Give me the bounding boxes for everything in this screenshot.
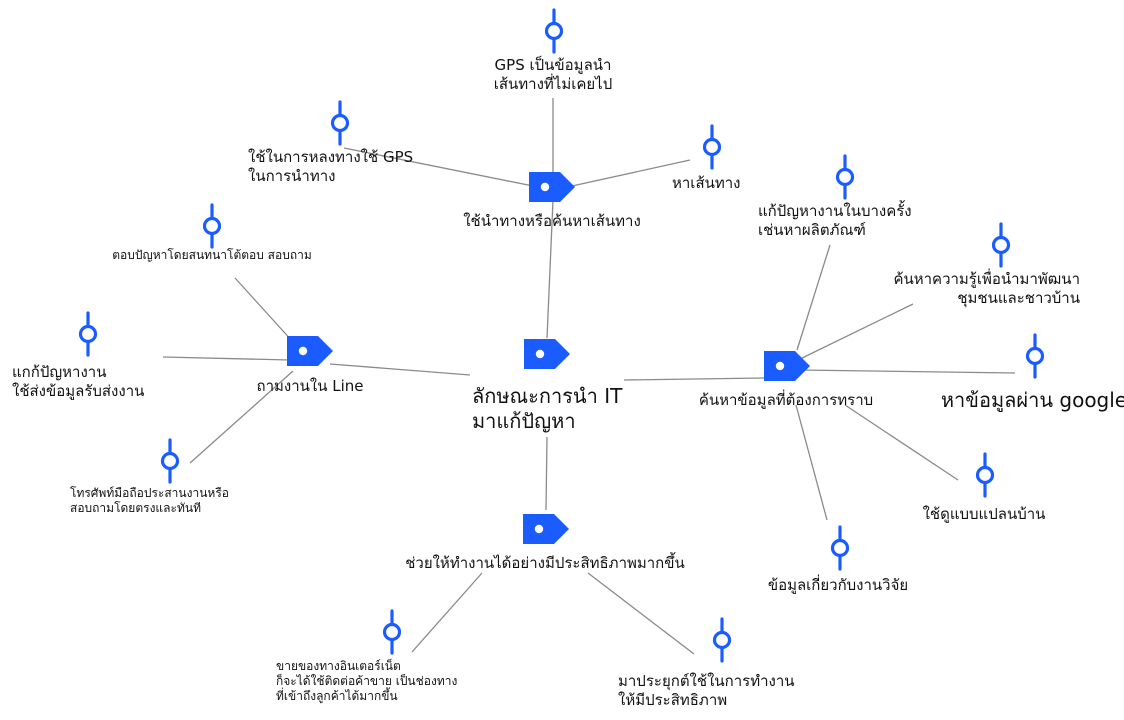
search-tag-icon <box>764 351 810 381</box>
leaf-product-line-1: แก้ปัญหางานในบางครั้ง <box>758 202 912 220</box>
product-pin-icon <box>835 154 855 200</box>
leaf-apply-work[interactable]: มาประยุกต์ใช้ในการทำงาน ให้มีประสิทธิภาพ <box>618 672 795 710</box>
leaf-find-route[interactable]: หาเส้นทาง <box>672 174 740 193</box>
topic-efficiency[interactable]: ช่วยให้ทำงานได้อย่างมีประสิทธิภาพมากขึ้น <box>405 554 685 573</box>
link-efficiency-online <box>411 572 483 653</box>
leaf-online-sales-line-1: ขายของทางอินเตอร์เน็ต <box>276 659 401 673</box>
link-central-search <box>623 377 766 381</box>
leaf-community[interactable]: ค้นหาความรู้เพื่อนำมาพัฒนา ชุมชนและชาวบ้… <box>893 270 1080 308</box>
link-search-community <box>797 303 914 361</box>
apply-work-pin-icon <box>712 617 732 663</box>
navigation-tag-icon <box>529 172 575 202</box>
online-sales-pin-icon <box>382 609 402 655</box>
leaf-phone-call-line-2: สอบถามโดยตรงและทันที <box>70 501 201 515</box>
leaf-send-work-line-2: ใช้ส่งข้อมูลรับส่งงาน <box>12 381 145 400</box>
leaf-find-route-line-1: หาเส้นทาง <box>672 174 741 192</box>
leaf-gps-info-line-1: GPS เป็นข้อมูลนำ <box>494 56 612 74</box>
find-route-pin-icon <box>702 124 722 170</box>
leaf-gps-lost-line-1: ใช้ในการหลงทางใช้ GPS <box>248 148 414 166</box>
line-tag-icon <box>287 336 333 366</box>
link-search-house <box>844 404 959 481</box>
leaf-research-line-1: ข้อมูลเกี่ยวกับงานวิจัย <box>767 576 909 594</box>
link-efficiency-apply <box>587 572 695 655</box>
leaf-house-plan[interactable]: ใช้ดูแบบแปลนบ้าน <box>923 505 1046 524</box>
answer-chat-pin-icon <box>202 203 222 249</box>
topic-navigation-label: ใช้นำทางหรือค้นหาเส้นทาง <box>463 212 641 230</box>
leaf-gps-lost-line-2: ในการนำทาง <box>248 166 336 185</box>
leaf-online-sales[interactable]: ขายของทางอินเตอร์เน็ต ก็จะได้ใช้ติดต่อค้… <box>276 659 457 704</box>
send-work-pin-icon <box>78 311 98 357</box>
house-plan-pin-icon <box>975 452 995 498</box>
topic-search[interactable]: ค้นหาข้อมูลที่ต้องการทราบ <box>699 391 873 410</box>
gps-info-pin-icon <box>544 8 564 54</box>
leaf-online-sales-line-3: ที่เข้าถึงลูกค้าได้มากขึ้น <box>276 689 398 703</box>
topic-line[interactable]: ถามงานใน Line <box>257 377 364 396</box>
link-navigation-gps-lost <box>343 147 534 187</box>
connector-lines <box>162 98 1016 655</box>
link-search-google <box>797 369 1016 374</box>
leaf-phone-call[interactable]: โทรศัพท์มือถือประสานงานหรือ สอบถามโดยตรง… <box>70 486 229 516</box>
link-central-efficiency <box>545 436 548 511</box>
leaf-phone-call-line-1: โทรศัพท์มือถือประสานงานหรือ <box>70 486 229 500</box>
gps-lost-pin-icon <box>330 100 350 146</box>
leaf-product[interactable]: แก้ปัญหางานในบางครั้ง เช่นหาผลิตภัณฑ์ <box>758 202 912 240</box>
link-line-send <box>162 356 291 361</box>
research-pin-icon <box>830 525 850 571</box>
link-navigation-find-route <box>571 159 691 187</box>
central-topic-line-1: ลักษณะการนำ IT <box>472 384 623 408</box>
leaf-product-line-2: เช่นหาผลิตภัณฑ์ <box>758 220 866 239</box>
leaf-google-line-1: หาข้อมูลผ่าน google <box>940 388 1124 412</box>
community-pin-icon <box>991 222 1011 268</box>
google-pin-icon <box>1025 333 1045 379</box>
link-line-answer <box>234 277 294 343</box>
leaf-community-line-1: ค้นหาความรู้เพื่อนำมาพัฒนา <box>893 270 1080 288</box>
leaf-google[interactable]: หาข้อมูลผ่าน google <box>941 388 1124 413</box>
topic-navigation[interactable]: ใช้นำทางหรือค้นหาเส้นทาง <box>463 212 641 231</box>
central-tag-icon <box>524 339 570 369</box>
leaf-gps-lost[interactable]: ใช้ในการหลงทางใช้ GPS ในการนำทาง <box>248 148 413 186</box>
link-line-phone <box>189 370 294 464</box>
link-central-navigation <box>546 199 554 339</box>
link-search-product <box>796 244 831 351</box>
central-topic[interactable]: ลักษณะการนำ IT มาแก้ปัญหา <box>472 384 622 434</box>
leaf-community-line-2: ชุมชนและชาวบ้าน <box>957 288 1080 307</box>
link-central-line <box>329 363 471 376</box>
topic-line-label: ถามงานใน Line <box>256 377 364 395</box>
leaf-apply-work-line-2: ให้มีประสิทธิภาพ <box>618 690 728 709</box>
leaf-send-work-line-1: แกก้ปัญหางาน <box>12 363 107 381</box>
leaf-research[interactable]: ข้อมูลเกี่ยวกับงานวิจัย <box>768 576 908 595</box>
leaf-answer-chat-line-1: ตอบปัญหาโดยสนทนาโต้ตอบ สอบถาม <box>112 248 312 262</box>
phone-call-pin-icon <box>160 438 180 484</box>
leaf-online-sales-line-2: ก็จะได้ใช้ติดต่อค้าขาย เป็นช่องทาง <box>276 674 458 688</box>
topic-efficiency-label: ช่วยให้ทำงานได้อย่างมีประสิทธิภาพมากขึ้น <box>405 554 685 572</box>
leaf-house-plan-line-1: ใช้ดูแบบแปลนบ้าน <box>922 505 1046 523</box>
leaf-apply-work-line-1: มาประยุกต์ใช้ในการทำงาน <box>618 672 795 690</box>
leaf-send-work[interactable]: แกก้ปัญหางาน ใช้ส่งข้อมูลรับส่งงาน <box>12 363 144 401</box>
link-search-research <box>795 404 828 521</box>
topic-search-label: ค้นหาข้อมูลที่ต้องการทราบ <box>698 391 874 409</box>
central-topic-line-2: มาแก้ปัญหา <box>472 409 576 433</box>
leaf-gps-info-line-2: เส้นทางที่ไม่เคยไป <box>493 74 613 93</box>
leaf-gps-info[interactable]: GPS เป็นข้อมูลนำ เส้นทางที่ไม่เคยไป <box>494 56 613 94</box>
leaf-answer-chat[interactable]: ตอบปัญหาโดยสนทนาโต้ตอบ สอบถาม <box>112 248 312 263</box>
efficiency-tag-icon <box>523 514 569 544</box>
